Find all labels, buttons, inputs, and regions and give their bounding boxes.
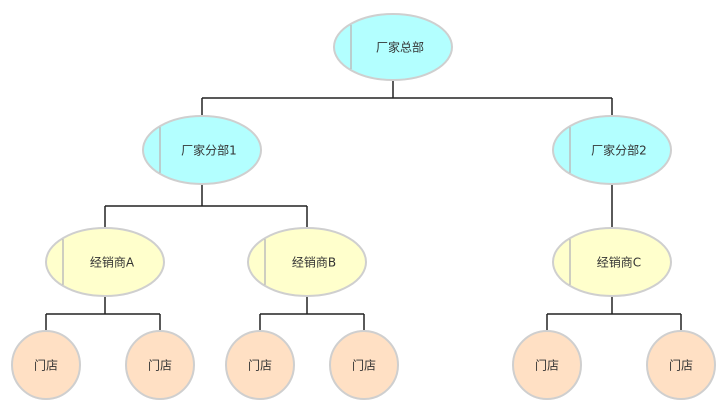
- node-dealerA[interactable]: 经销商A: [45, 227, 165, 297]
- node-shape-store1: [11, 330, 81, 400]
- node-shape-hq: [333, 13, 453, 81]
- node-label-store3: 门店: [248, 358, 272, 373]
- node-dealerB[interactable]: 经销商B: [247, 227, 367, 297]
- node-hq[interactable]: 厂家总部: [333, 13, 453, 81]
- connectors: [45, 80, 682, 331]
- node-shape-branch1: [142, 115, 262, 185]
- node-label-store5: 门店: [535, 358, 559, 373]
- node-label-hq: 厂家总部: [376, 40, 424, 55]
- node-label-dealerA: 经销商A: [90, 255, 135, 270]
- node-shape-branch2: [552, 115, 672, 185]
- node-label-dealerB: 经销商B: [292, 255, 336, 270]
- node-store5[interactable]: 门店: [512, 330, 582, 400]
- node-label-branch1: 厂家分部1: [181, 143, 237, 158]
- node-branch2[interactable]: 厂家分部2: [552, 115, 672, 185]
- node-label-store6: 门店: [669, 358, 693, 373]
- node-shape-store2: [125, 330, 195, 400]
- node-dealerC[interactable]: 经销商C: [552, 227, 672, 297]
- node-store1[interactable]: 门店: [11, 330, 81, 400]
- node-shape-dealerA: [45, 227, 165, 297]
- node-store6[interactable]: 门店: [646, 330, 716, 400]
- node-label-dealerC: 经销商C: [597, 255, 641, 270]
- node-store3[interactable]: 门店: [225, 330, 295, 400]
- node-label-store4: 门店: [352, 358, 376, 373]
- node-store4[interactable]: 门店: [329, 330, 399, 400]
- node-shape-store5: [512, 330, 582, 400]
- node-shape-store4: [329, 330, 399, 400]
- node-shape-dealerB: [247, 227, 367, 297]
- node-shape-store3: [225, 330, 295, 400]
- node-shape-store6: [646, 330, 716, 400]
- node-shape-dealerC: [552, 227, 672, 297]
- node-label-branch2: 厂家分部2: [591, 143, 647, 158]
- node-store2[interactable]: 门店: [125, 330, 195, 400]
- node-label-store2: 门店: [148, 358, 172, 373]
- node-branch1[interactable]: 厂家分部1: [142, 115, 262, 185]
- node-label-store1: 门店: [34, 358, 58, 373]
